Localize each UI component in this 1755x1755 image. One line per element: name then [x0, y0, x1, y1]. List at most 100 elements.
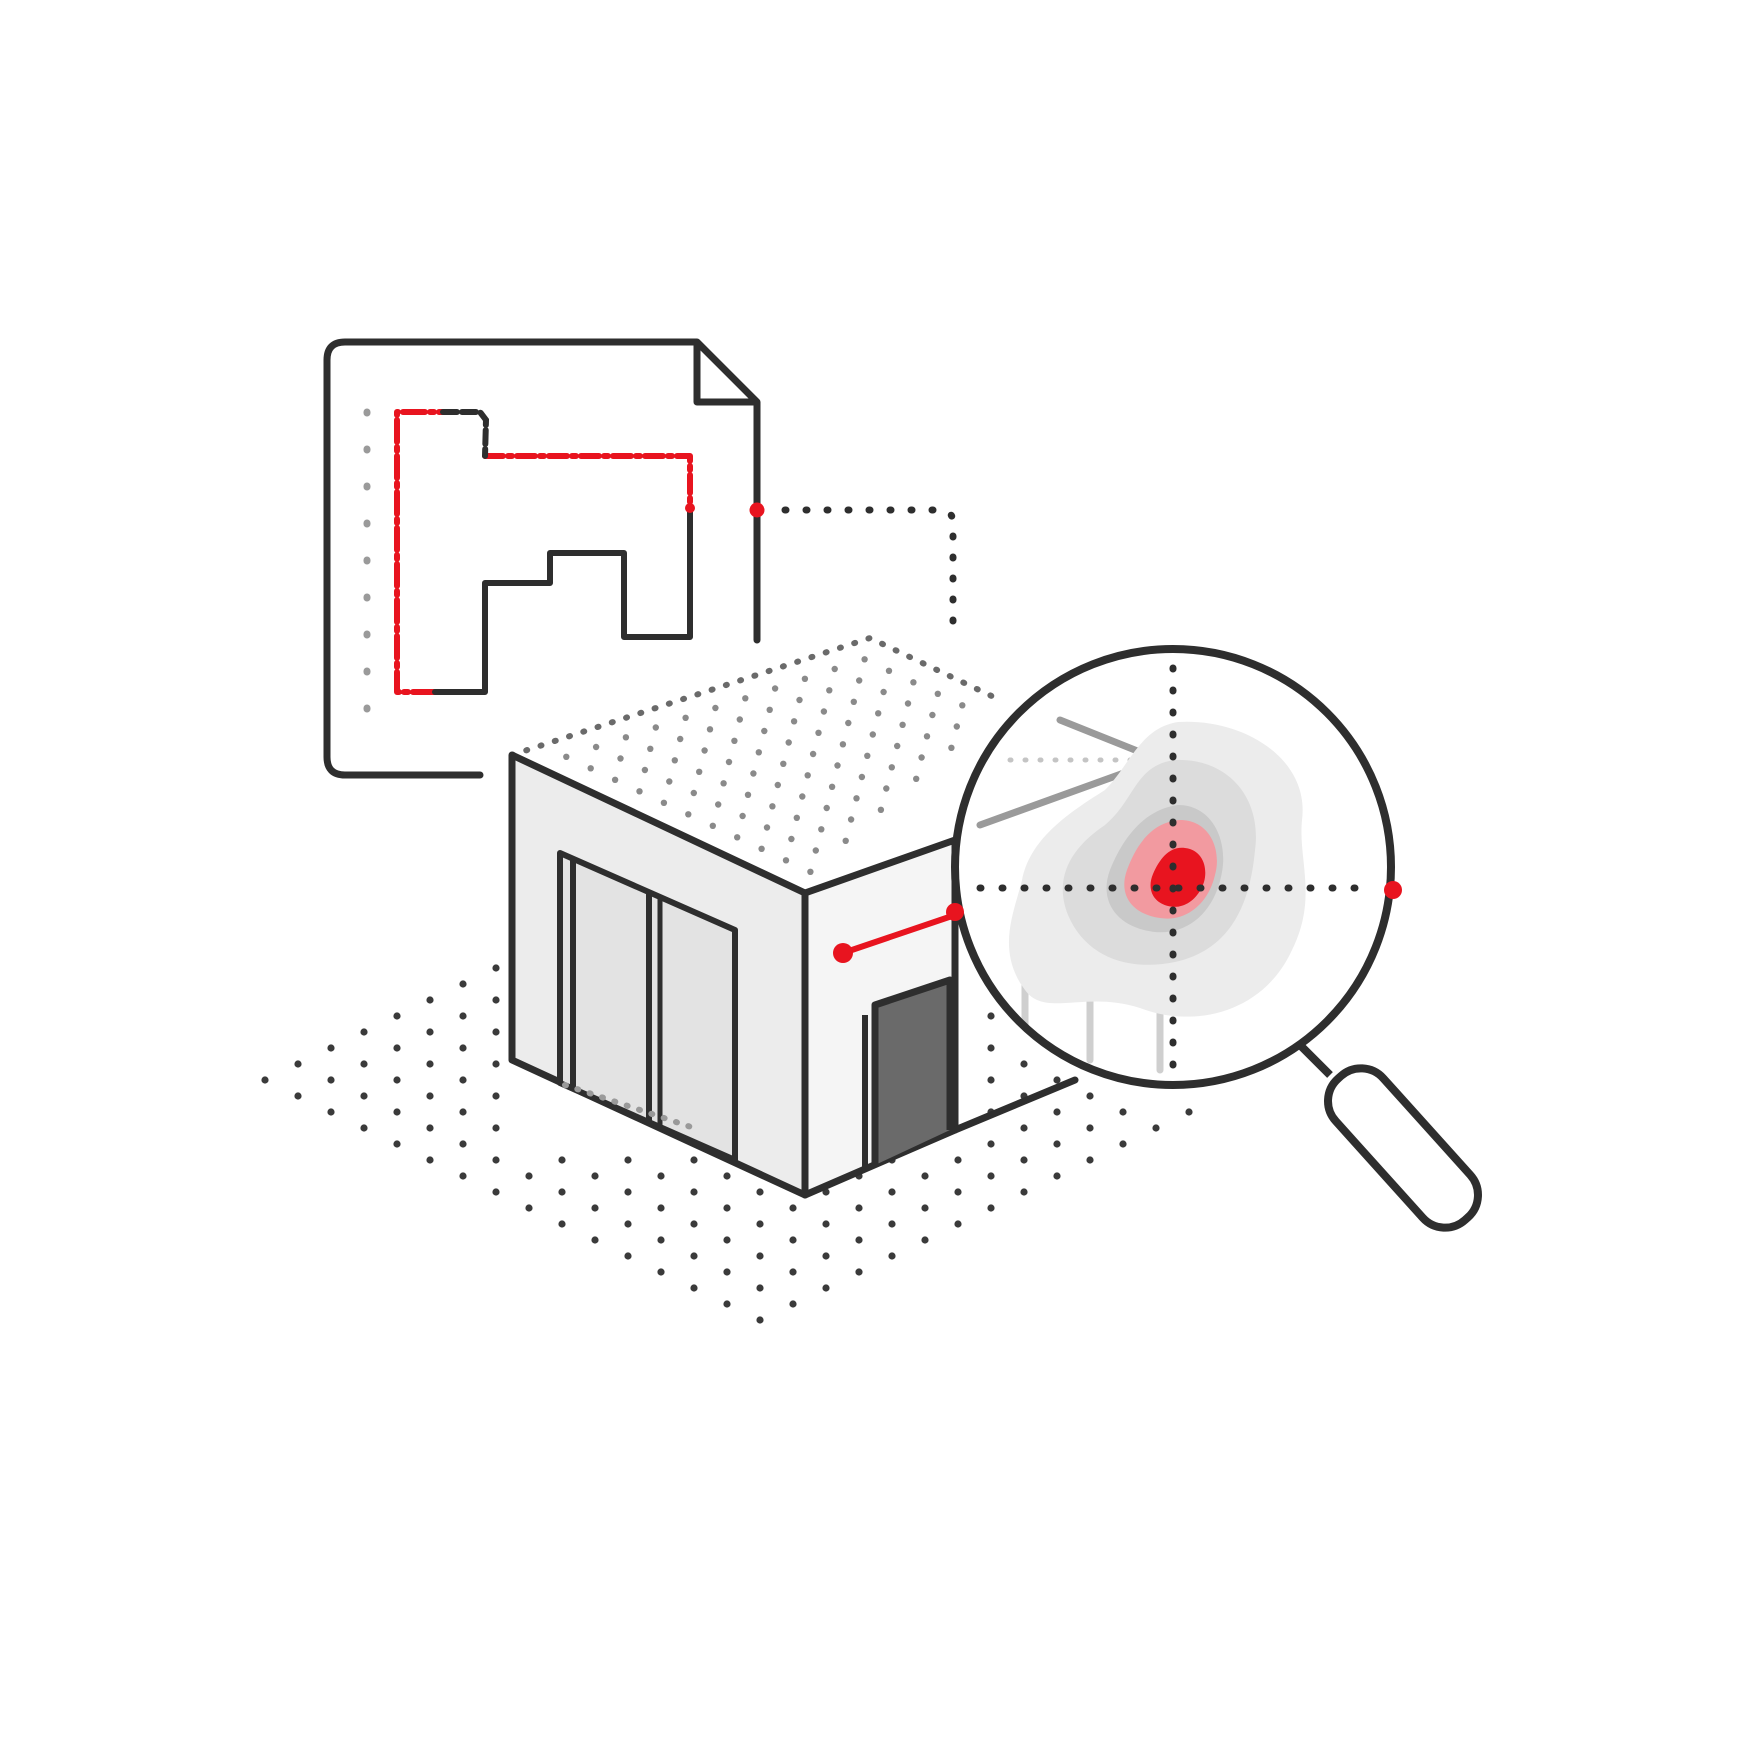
roof-dot: [823, 804, 830, 812]
ground-dot: [624, 1220, 632, 1228]
ground-dot: [1020, 1188, 1028, 1196]
ground-dot: [954, 1220, 962, 1228]
ground-dot: [1020, 1156, 1028, 1164]
roof-dot: [910, 679, 917, 686]
ground-dot: [1185, 1108, 1193, 1116]
roof-dot: [850, 698, 857, 705]
ground-dot: [822, 1284, 830, 1292]
ground-dot: [987, 1140, 995, 1148]
ground-dot: [492, 1156, 500, 1164]
ground-dot: [591, 1204, 599, 1212]
ground-dot: [393, 1012, 401, 1020]
ground-dot: [954, 1188, 962, 1196]
roof-dot: [842, 837, 849, 844]
roof-dot: [774, 781, 781, 789]
ground-dot: [690, 1156, 698, 1164]
roof-dot: [820, 708, 828, 715]
ground-dot: [492, 1028, 500, 1036]
ground-dot: [459, 1140, 467, 1148]
roof-dot: [913, 775, 920, 782]
roof-dot: [899, 721, 906, 728]
roof-dot: [712, 704, 719, 712]
roof-dot: [959, 702, 966, 709]
roof-dot: [948, 744, 955, 751]
roof-dot: [856, 677, 863, 684]
ground-dot: [360, 1028, 368, 1036]
ground-dot: [591, 1236, 599, 1244]
ground-dot: [888, 1252, 896, 1260]
roof-dot: [888, 764, 895, 771]
roof-dot: [799, 793, 806, 800]
ground-dot: [657, 1268, 665, 1276]
roof-dot: [864, 752, 871, 759]
roof-dot: [671, 757, 678, 764]
roof-dot: [788, 835, 795, 843]
ground-dot: [558, 1188, 566, 1196]
roof-dot: [826, 687, 833, 694]
roof-dot: [807, 868, 814, 875]
ground-dot: [690, 1188, 698, 1196]
roof-dot: [696, 768, 703, 775]
ground-dot: [393, 1076, 401, 1084]
ground-dot: [888, 1220, 896, 1228]
ground-dot: [789, 1268, 797, 1276]
ground-dot: [426, 1028, 434, 1036]
ground-dot: [492, 964, 500, 972]
roof-dot: [563, 753, 570, 760]
roof-dot: [706, 726, 714, 733]
roof-dot: [934, 690, 941, 697]
ground-dot: [987, 1012, 995, 1020]
roof-dot: [929, 711, 936, 719]
ground-dot: [591, 1172, 599, 1180]
ground-dot: [459, 1172, 467, 1180]
ground-dot: [756, 1316, 764, 1324]
roof-dot: [734, 834, 741, 841]
roof-dot: [641, 766, 649, 774]
roof-dot: [660, 799, 668, 806]
ground-dot: [327, 1044, 335, 1052]
roof-dot: [744, 791, 752, 798]
ground-dot: [723, 1268, 731, 1276]
ground-dot: [558, 1156, 566, 1164]
ground-dot: [525, 1204, 533, 1212]
roof-dot: [611, 776, 619, 783]
roof-dot: [790, 718, 798, 725]
ground-dot: [855, 1268, 863, 1276]
ground-dot: [822, 1252, 830, 1260]
ground-dot: [459, 980, 467, 988]
roof-dot: [796, 696, 803, 704]
ground-dot: [954, 1156, 962, 1164]
ground-dot: [393, 1108, 401, 1116]
roof-dot: [818, 826, 825, 833]
ground-dot: [987, 1204, 995, 1212]
ground-dot: [789, 1204, 797, 1212]
ground-dot: [1152, 1124, 1160, 1132]
ground-dot: [624, 1156, 632, 1164]
roof-dot: [785, 739, 792, 746]
ground-dot: [1020, 1060, 1028, 1068]
ground-dot: [756, 1220, 764, 1228]
ground-dot: [657, 1236, 665, 1244]
ground-dot: [1020, 1124, 1028, 1132]
roof-dot: [636, 788, 643, 795]
ground-dot: [987, 1172, 995, 1180]
roof-dot: [853, 795, 860, 802]
ground-dot: [426, 1124, 434, 1132]
roof-dot: [766, 706, 773, 713]
roof-dot: [885, 667, 893, 674]
ground-dot: [426, 996, 434, 1004]
roof-dot: [793, 814, 800, 821]
ground-dot: [921, 1236, 929, 1244]
roof-dot: [875, 710, 882, 717]
roof-dot: [834, 762, 841, 769]
roof-dot: [869, 731, 876, 738]
isometric-building-icon: [508, 634, 1079, 1199]
roof-dot: [731, 737, 738, 744]
roof-dot: [682, 714, 689, 721]
roof-dot: [877, 806, 885, 813]
ground-dot: [822, 1220, 830, 1228]
ground-dot: [1086, 1124, 1094, 1132]
ground-dot: [459, 1044, 467, 1052]
ground-dot: [624, 1188, 632, 1196]
